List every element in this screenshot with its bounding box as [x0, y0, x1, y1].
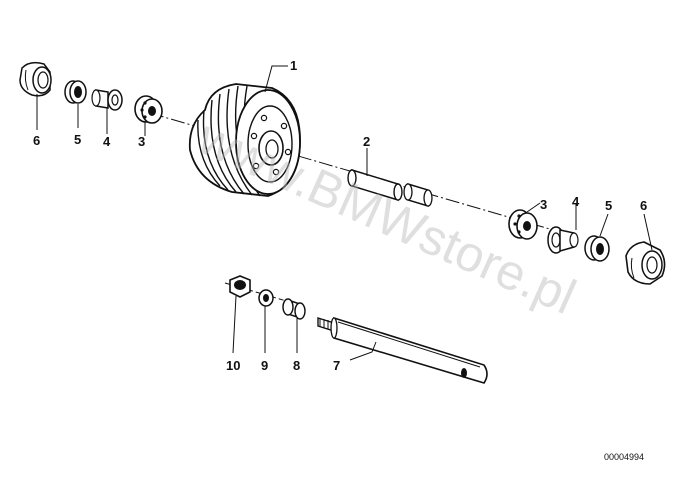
- part-3-left-bearing: [134, 95, 163, 124]
- callout-1: 1: [290, 58, 297, 73]
- part-4-right-spacer: [547, 226, 579, 254]
- part-8-spacer-bush: [282, 298, 306, 320]
- part-4-left-spacer: [91, 89, 123, 111]
- part-6-right-cap-nut: [625, 241, 666, 285]
- part-9-washer: [258, 289, 274, 307]
- callout-6-right: 6: [640, 198, 647, 213]
- document-number: 00004994: [604, 452, 644, 462]
- part-5-left-bearing: [64, 80, 87, 104]
- part-7-axle-shaft: [317, 316, 488, 384]
- part-3-right-bearing: [508, 209, 538, 240]
- callout-5-left: 5: [74, 132, 81, 147]
- part-6-left-cap-nut: [19, 61, 52, 97]
- callout-6-left: 6: [33, 133, 40, 148]
- callout-4-right: 4: [572, 194, 580, 209]
- callout-4-left: 4: [103, 134, 111, 149]
- callout-3-right: 3: [540, 197, 547, 212]
- part-2-sleeve: [347, 168, 433, 208]
- part-5-right-bearing: [584, 235, 610, 262]
- callout-8: 8: [293, 358, 300, 373]
- callout-9: 9: [261, 358, 268, 373]
- callout-3-left: 3: [138, 134, 145, 149]
- part-1-pulley-wheel: [188, 83, 301, 197]
- leader-lines: [36, 65, 653, 361]
- callout-5-right: 5: [605, 198, 612, 213]
- callout-2: 2: [363, 134, 370, 149]
- callout-10: 10: [226, 358, 240, 373]
- callout-7: 7: [333, 358, 340, 373]
